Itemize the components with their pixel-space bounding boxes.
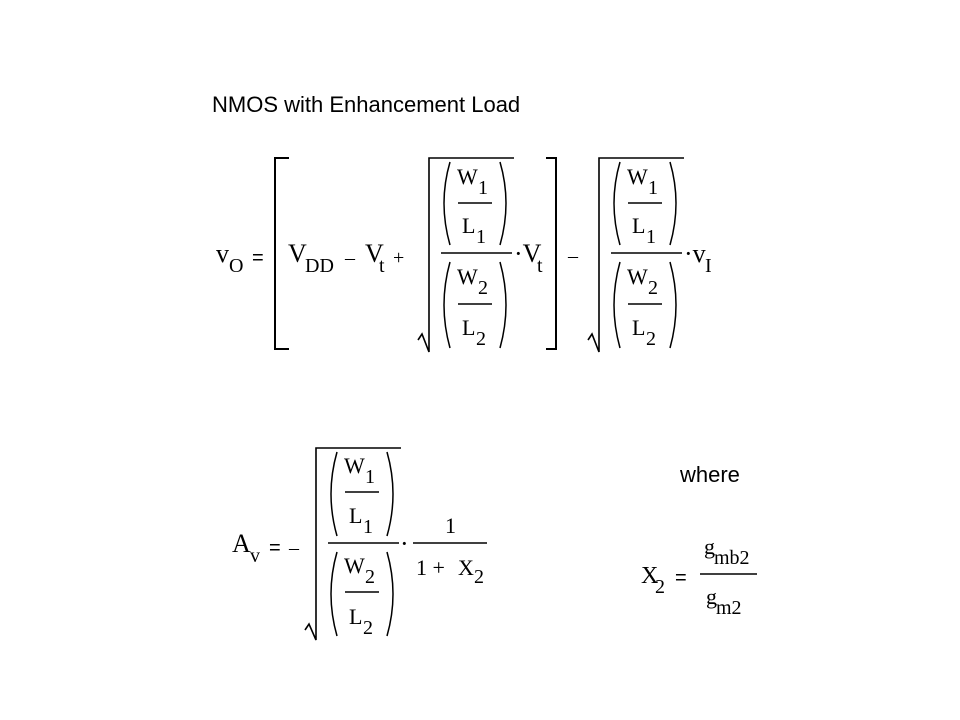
w-subscript: 2 <box>365 566 375 588</box>
l-subscript: 1 <box>363 516 373 538</box>
w-subscript: 2 <box>478 277 488 299</box>
dot-vt-subscript: t <box>537 255 543 277</box>
minus-sign: – <box>344 247 356 269</box>
vt-symbol: V <box>365 239 384 268</box>
w-subscript: 1 <box>478 177 488 199</box>
left-parenthesis <box>443 261 451 349</box>
vt-subscript: t <box>379 255 385 277</box>
w-symbol: W <box>627 164 648 189</box>
av-symbol: A <box>232 529 251 558</box>
multiply-dot: · <box>400 529 409 558</box>
gmb-subscript: mb2 <box>714 547 750 569</box>
l-subscript: 2 <box>476 328 486 350</box>
square-root-sign <box>417 157 514 353</box>
equation-x2: X 2 = g mb2 g m2 <box>641 534 757 619</box>
w-subscript: 2 <box>648 277 658 299</box>
dot-vt-symbol: ·V <box>514 239 542 268</box>
vdd-subscript: DD <box>305 255 334 277</box>
left-parenthesis <box>443 161 451 246</box>
w-symbol: W <box>627 264 648 289</box>
square-root-sign <box>587 157 684 353</box>
vdd-symbol: V <box>288 239 307 268</box>
l-subscript: 1 <box>646 226 656 248</box>
vo-equals-sign: = <box>252 247 264 269</box>
left-parenthesis <box>330 551 338 637</box>
right-parenthesis <box>386 551 394 637</box>
equation-vo: v O = V DD – V t + W 1 L 1 W 2 L 2 ·V t <box>216 157 712 353</box>
left-parenthesis <box>330 451 338 537</box>
x2-symbol: X <box>641 563 658 589</box>
x-symbol: X <box>458 555 474 580</box>
l-symbol: L <box>349 604 362 629</box>
slide-title: NMOS with Enhancement Load <box>212 92 521 117</box>
l-subscript: 2 <box>646 328 656 350</box>
gmb-symbol: g <box>704 534 715 559</box>
square-root-sign <box>304 447 401 641</box>
right-bracket <box>546 157 557 350</box>
minus-sign: – <box>567 245 579 267</box>
av-subscript: v <box>250 545 260 567</box>
where-label: where <box>680 462 740 487</box>
denominator-one-plus: 1 + <box>416 555 445 580</box>
right-parenthesis <box>669 261 677 349</box>
numerator-one: 1 <box>445 513 456 538</box>
l-symbol: L <box>349 503 362 528</box>
left-parenthesis <box>613 261 621 349</box>
left-bracket <box>274 157 289 350</box>
left-parenthesis <box>613 161 621 246</box>
x2-equals-sign: = <box>675 567 687 589</box>
w-subscript: 1 <box>365 466 375 488</box>
x2-subscript: 2 <box>655 576 665 598</box>
right-parenthesis <box>499 261 507 349</box>
l-subscript: 2 <box>363 617 373 639</box>
l-symbol: L <box>462 213 475 238</box>
w-subscript: 1 <box>648 177 658 199</box>
av-equals-sign: = <box>269 537 281 559</box>
l-subscript: 1 <box>476 226 486 248</box>
minus-sign: – <box>288 537 300 559</box>
w-symbol: W <box>457 264 478 289</box>
dot-vi-subscript: I <box>705 255 712 277</box>
gm-symbol: g <box>706 584 717 609</box>
vo-subscript: O <box>229 255 243 277</box>
equation-av: A v = – W 1 L 1 W 2 L 2 · 1 1 + X 2 <box>232 447 487 641</box>
w-symbol: W <box>457 164 478 189</box>
right-parenthesis <box>499 161 507 246</box>
w-symbol: W <box>344 553 365 578</box>
l-symbol: L <box>632 315 645 340</box>
w-symbol: W <box>344 453 365 478</box>
x-subscript: 2 <box>474 566 484 588</box>
plus-sign: + <box>393 247 404 269</box>
right-parenthesis <box>386 451 394 537</box>
l-symbol: L <box>632 213 645 238</box>
dot-vi-symbol: ·v <box>684 239 706 268</box>
right-parenthesis <box>669 161 677 246</box>
l-symbol: L <box>462 315 475 340</box>
gm-subscript: m2 <box>716 597 742 619</box>
vo-symbol: v <box>216 239 229 268</box>
